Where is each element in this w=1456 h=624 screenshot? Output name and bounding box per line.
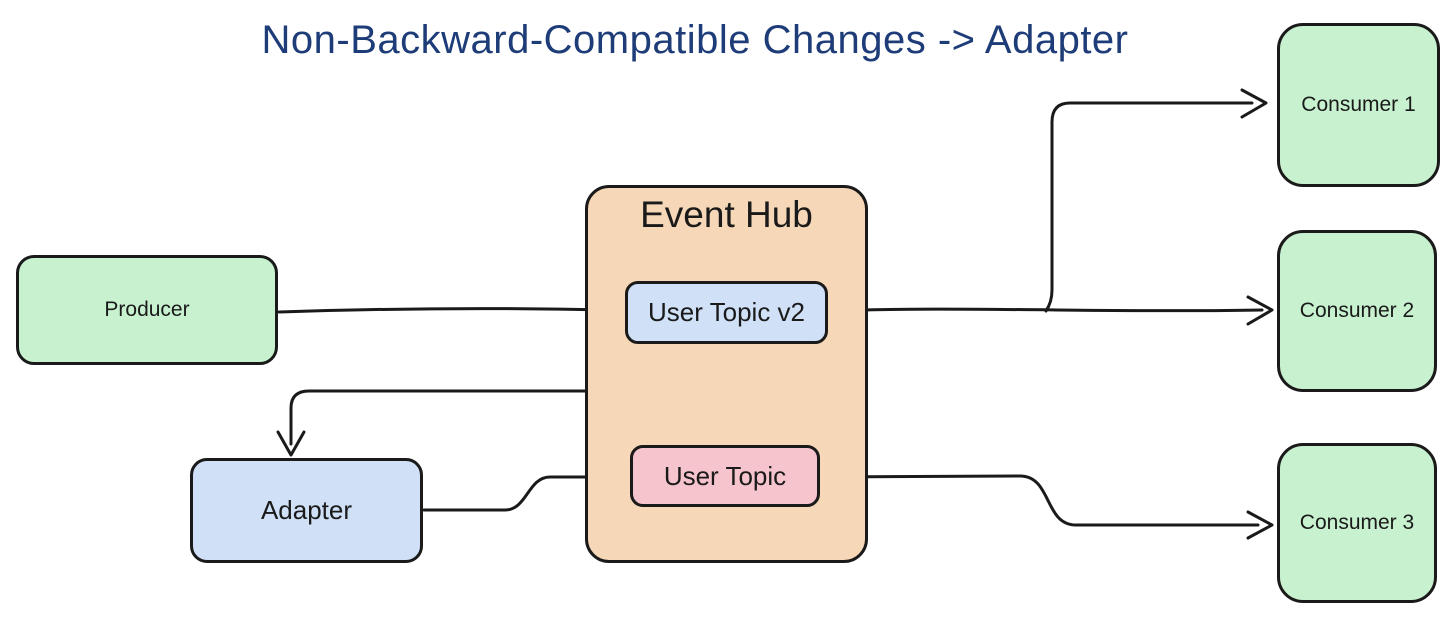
edge-user-topic-v2-to-consumer-2	[827, 295, 1274, 326]
edge-producer-to-user-topic-v2	[277, 295, 624, 326]
consumer-2-label: Consumer 2	[1299, 299, 1415, 323]
node-consumer-1: Consumer 1	[1277, 23, 1440, 187]
node-consumer-3: Consumer 3	[1277, 443, 1437, 603]
adapter-label: Adapter	[260, 495, 353, 526]
edge-user-topic-to-consumer-3	[819, 474, 1274, 540]
consumer-3-label: Consumer 3	[1299, 511, 1415, 535]
node-user-topic-v2: User Topic v2	[625, 281, 828, 344]
diagram-title: Non-Backward-Compatible Changes -> Adapt…	[261, 18, 1129, 62]
consumer-1-label: Consumer 1	[1301, 93, 1416, 117]
node-user-topic: User Topic	[630, 445, 820, 507]
node-adapter: Adapter	[190, 458, 423, 563]
user-topic-v2-label: User Topic v2	[647, 297, 806, 328]
producer-label: Producer	[104, 298, 190, 322]
event-hub-label: Event Hub	[640, 194, 813, 235]
edge-user-topic-v2-to-consumer-1	[1044, 88, 1268, 313]
node-consumer-2: Consumer 2	[1277, 230, 1437, 392]
node-producer: Producer	[16, 255, 278, 365]
user-topic-label: User Topic	[663, 460, 787, 491]
